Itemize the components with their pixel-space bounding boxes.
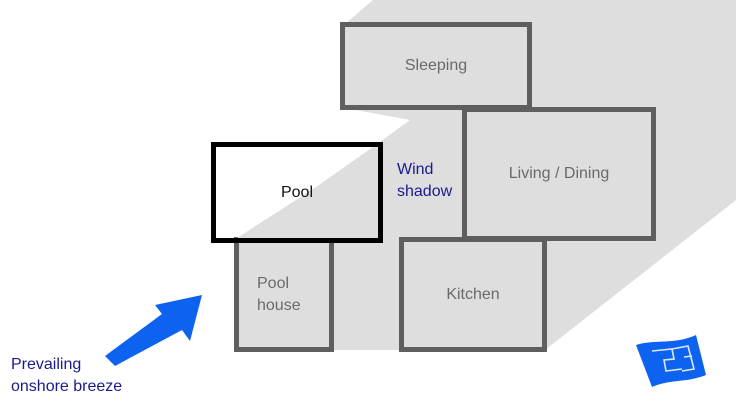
room-pool-house: Pool house [234, 237, 334, 352]
room-sleeping: Sleeping [340, 22, 532, 110]
breeze-label: Prevailing onshore breeze [11, 356, 123, 395]
room-label: Pool house [257, 274, 301, 314]
room-label: Pool [280, 183, 314, 201]
room-label: Kitchen [446, 285, 500, 303]
pool-shadow [237, 147, 378, 238]
room-pool: Pool [211, 142, 383, 243]
room-label: Living / Dining [508, 165, 610, 182]
breeze-arrow-icon [105, 295, 202, 366]
room-label: Sleeping [404, 57, 468, 74]
blueprint-icon [636, 335, 706, 387]
room-living-dining: Living / Dining [462, 107, 656, 241]
wind-shadow-label: Wind shadow [397, 161, 453, 200]
room-kitchen: Kitchen [399, 237, 547, 352]
